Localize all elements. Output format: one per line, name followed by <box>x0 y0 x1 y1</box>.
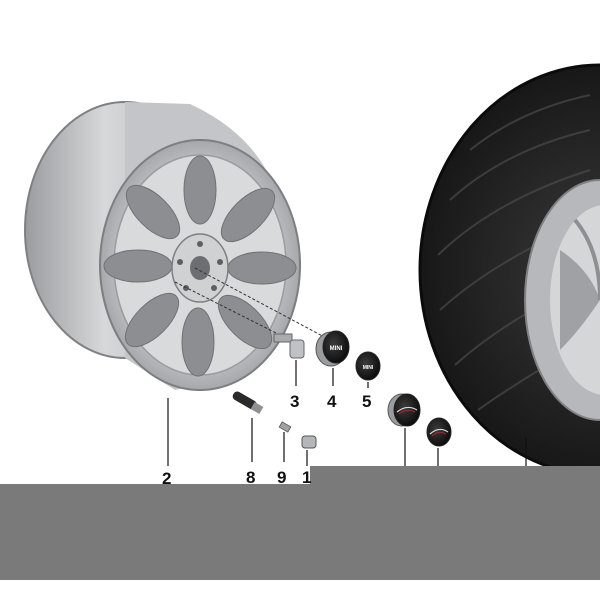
callout-hub-cap-small: 5 <box>362 392 372 411</box>
overlay-band <box>0 484 600 580</box>
callout-valve-cap: 1 <box>302 468 312 487</box>
assembly-lines <box>174 267 331 341</box>
tire <box>418 63 600 477</box>
hub-cap-small <box>355 351 381 381</box>
valve-cap <box>301 435 317 449</box>
callout-valve: 8 <box>246 468 256 487</box>
cap-logo-small: MINI <box>363 365 374 371</box>
alloy-wheel <box>24 101 301 391</box>
hub-cap-wing-1 <box>387 393 421 427</box>
callout-wheel: 2 <box>162 469 172 488</box>
callout-valve-core: 9 <box>277 468 287 487</box>
leader-lines <box>167 360 527 466</box>
hub-cap-wing-2 <box>426 417 452 447</box>
tire-valve <box>232 391 264 414</box>
callout-bolt: 3 <box>290 392 300 411</box>
wheel-bolt <box>273 333 305 359</box>
hub-cap-large <box>315 330 350 367</box>
cap-logo-large: MINI <box>330 346 343 352</box>
valve-core <box>278 421 292 433</box>
overlay-band-notch <box>310 466 600 486</box>
callout-hub-cap-large: 4 <box>327 392 337 411</box>
